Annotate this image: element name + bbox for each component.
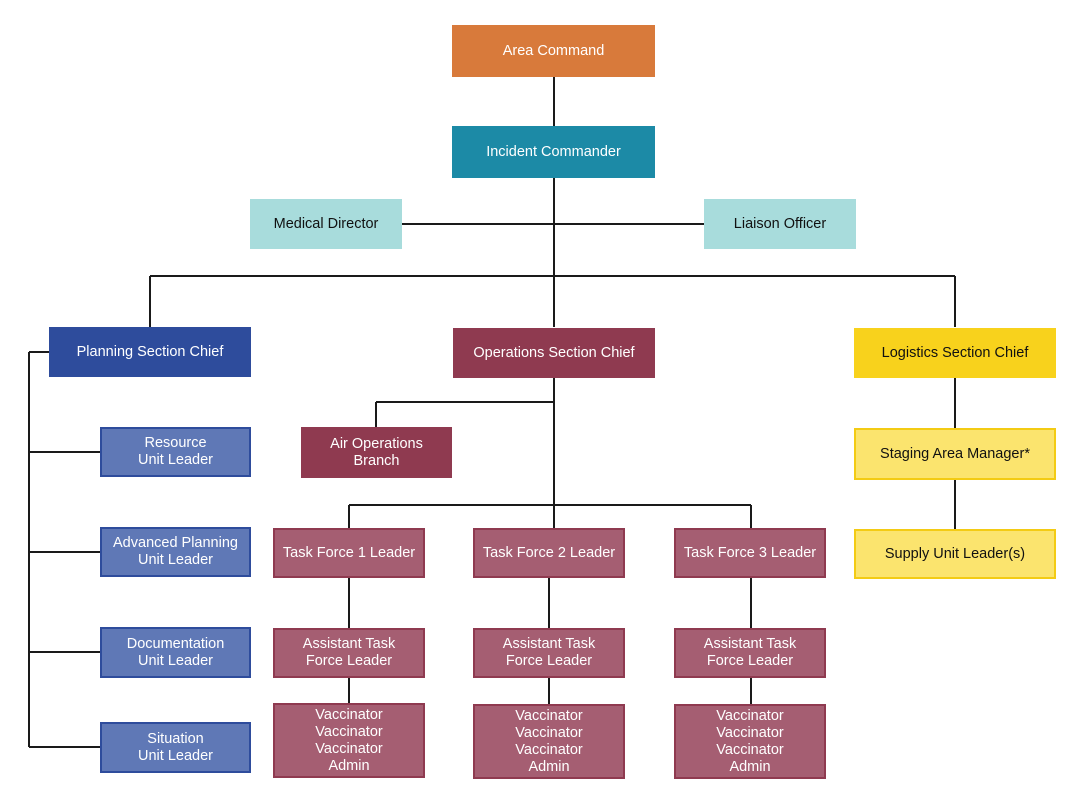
air-operations-branch-box: Air Operations Branch xyxy=(301,427,452,478)
task-force-1-leader-box: Task Force 1 Leader xyxy=(273,528,425,578)
task-force-1-staff-box: Vaccinator Vaccinator Vaccinator Admin xyxy=(273,703,425,778)
task-force-1-assistant-box: Assistant Task Force Leader xyxy=(273,628,425,678)
task-force-3-staff-box: Vaccinator Vaccinator Vaccinator Admin xyxy=(674,704,826,779)
documentation-unit-leader-box: Documentation Unit Leader xyxy=(100,627,251,678)
operations-section-chief-box: Operations Section Chief xyxy=(453,328,655,378)
task-force-2-assistant-box: Assistant Task Force Leader xyxy=(473,628,625,678)
task-force-3-assistant-box: Assistant Task Force Leader xyxy=(674,628,826,678)
planning-section-chief-box: Planning Section Chief xyxy=(49,327,251,377)
medical-director-box: Medical Director xyxy=(250,199,402,249)
task-force-2-leader-box: Task Force 2 Leader xyxy=(473,528,625,578)
incident-commander-box: Incident Commander xyxy=(452,126,655,178)
logistics-section-chief-box: Logistics Section Chief xyxy=(854,328,1056,378)
staging-area-manager-box: Staging Area Manager* xyxy=(854,428,1056,480)
resource-unit-leader-box: Resource Unit Leader xyxy=(100,427,251,477)
task-force-2-staff-box: Vaccinator Vaccinator Vaccinator Admin xyxy=(473,704,625,779)
task-force-3-leader-box: Task Force 3 Leader xyxy=(674,528,826,578)
situation-unit-leader-box: Situation Unit Leader xyxy=(100,722,251,773)
area-command-box: Area Command xyxy=(452,25,655,77)
advanced-planning-unit-leader-box: Advanced Planning Unit Leader xyxy=(100,527,251,577)
liaison-officer-box: Liaison Officer xyxy=(704,199,856,249)
supply-unit-leader-box: Supply Unit Leader(s) xyxy=(854,529,1056,579)
